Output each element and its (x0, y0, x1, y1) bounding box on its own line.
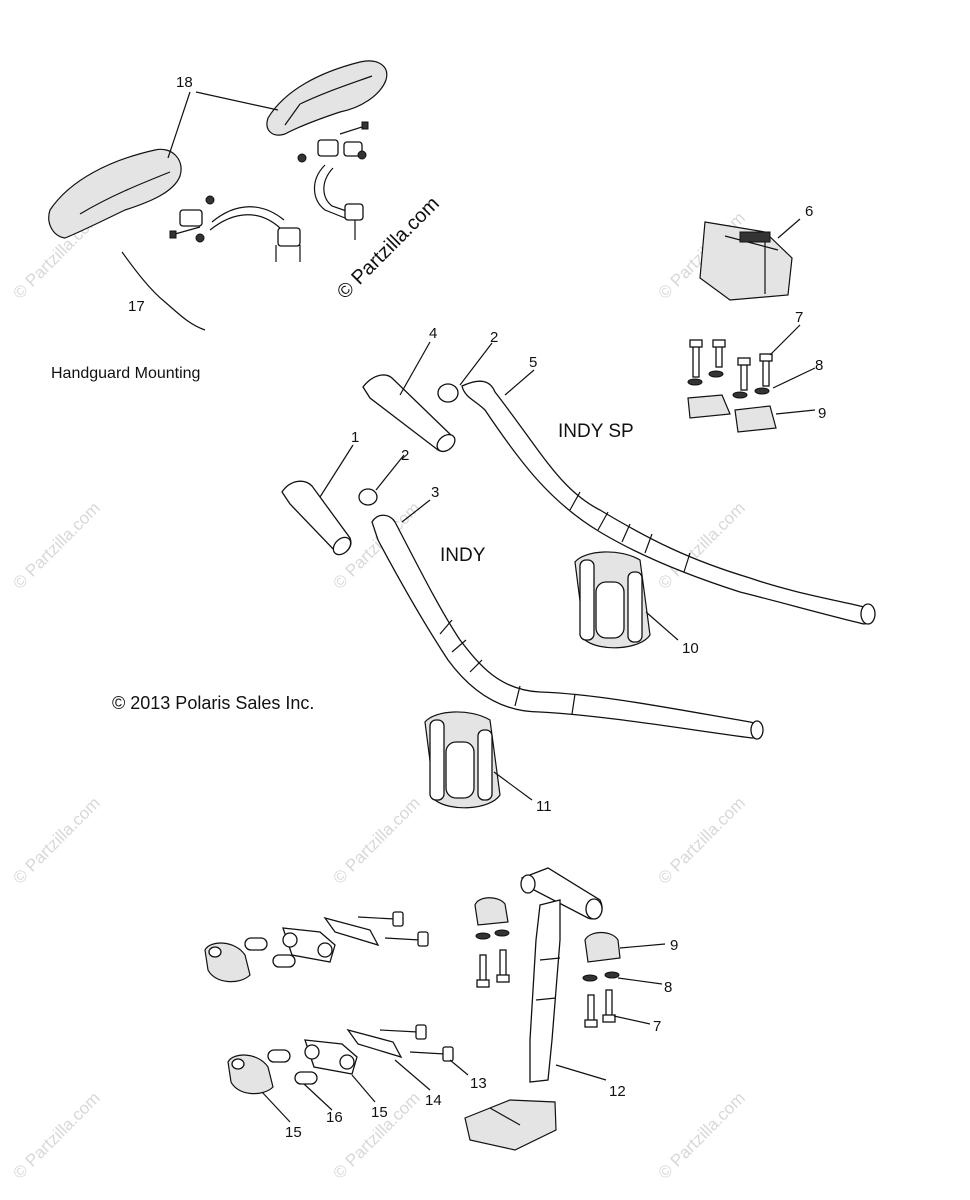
steering-post-assembly (464, 867, 607, 1151)
clamp-hardware-lower (474, 897, 666, 1028)
callout-18: 18 (176, 74, 193, 91)
part-6-cover (699, 218, 801, 301)
callout-7: 7 (653, 1018, 661, 1035)
watermark: © Partzilla.com (329, 1088, 423, 1182)
watermark: © Partzilla.com (654, 793, 748, 887)
callout-8: 8 (815, 357, 823, 374)
watermark: © Partzilla.com (9, 793, 103, 887)
callout-3: 3 (431, 484, 439, 501)
callout-9: 9 (818, 405, 826, 422)
indy-sp-handlebar-set (362, 341, 876, 625)
copyright-text: © 2013 Polaris Sales Inc. (112, 693, 314, 713)
callout-2: 2 (401, 447, 409, 464)
watermark: © Partzilla.com (329, 793, 423, 887)
callout-13: 13 (470, 1075, 487, 1092)
callout-10: 10 (682, 640, 699, 657)
callout-9: 9 (670, 937, 678, 954)
label-indy: INDY (440, 545, 486, 566)
callout-5: 5 (529, 354, 537, 371)
callout-17: 17 (128, 298, 145, 315)
part-11-pad (424, 711, 533, 809)
callout-1: 1 (351, 429, 359, 446)
handguard-right (266, 60, 388, 136)
watermark: © Partzilla.com (9, 498, 103, 592)
callout-4: 4 (429, 325, 437, 342)
indy-handlebar-set (281, 444, 764, 740)
callout-15: 15 (371, 1104, 388, 1121)
clamp-hardware-upper (687, 324, 816, 433)
callout-11: 11 (536, 798, 552, 815)
callout-8: 8 (664, 979, 672, 996)
riser-block-set-lower (227, 1024, 469, 1123)
callout-2: 2 (490, 329, 498, 346)
riser-block-set-upper (204, 911, 429, 983)
watermark: © Partzilla.com (654, 1088, 748, 1182)
watermark: © Partzilla.com (9, 1088, 103, 1182)
callout-12: 12 (609, 1083, 626, 1100)
handguard-assembly (48, 60, 388, 331)
callout-14: 14 (425, 1092, 442, 1109)
callout-16: 16 (326, 1109, 343, 1126)
handguard-left (48, 148, 182, 239)
part-10-pad (574, 551, 679, 649)
callout-7: 7 (795, 309, 803, 326)
label-indy-sp: INDY SP (558, 421, 634, 442)
callout-6: 6 (805, 203, 813, 220)
callout-15: 15 (285, 1124, 302, 1141)
handguard-caption: Handguard Mounting (51, 365, 200, 382)
